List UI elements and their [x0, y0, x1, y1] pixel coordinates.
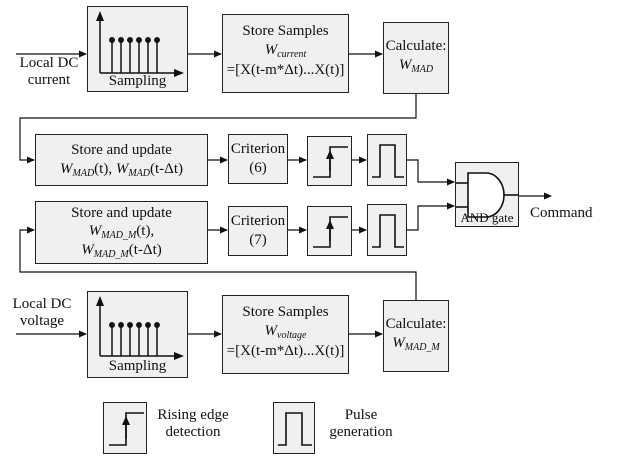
legend-pulse-label: Pulse generation	[319, 407, 403, 441]
calc-mad-variable: WMAD	[384, 57, 448, 78]
t-delta-term: (t-Δt)	[128, 242, 162, 258]
legend-pulse-line2: generation	[329, 424, 393, 440]
pulse-icon	[372, 144, 404, 178]
t-term: (t),	[136, 223, 155, 239]
legend-rising-line2: detection	[165, 424, 221, 440]
w-subscript: MAD_M	[101, 230, 137, 241]
w-symbol: W	[88, 223, 102, 239]
sampling-block-voltage: Sampling	[87, 291, 188, 378]
arrow-pulse2-to-and	[407, 202, 455, 231]
legend-pulse-line1: Pulse	[344, 407, 378, 423]
calc-mad-m-title: Calculate:	[385, 316, 447, 332]
update1-title: Store and update	[71, 142, 172, 158]
store-current-formula: =[X(t-m*Δt)...X(t)]	[226, 62, 345, 78]
w-subscript: MAD	[128, 168, 151, 179]
rising-edge-block-2	[307, 206, 352, 256]
w-subscript: MAD	[411, 64, 434, 75]
criterion-7-label: Criterion	[230, 213, 286, 229]
w-symbol: W	[264, 323, 278, 339]
sampling-icon	[96, 296, 184, 360]
calculate-mad-block: Calculate: WMAD	[383, 22, 449, 94]
legend-pulse-box	[273, 402, 315, 454]
sampling-label: Sampling	[108, 73, 167, 89]
update1-variables: WMAD(t), WMAD(t-Δt)	[36, 161, 207, 182]
command-output-label: Command	[530, 205, 593, 221]
update2-variable-line2: WMAD_M(t-Δt)	[36, 242, 207, 263]
input-current-line2: current	[27, 72, 71, 88]
sampling-block-current: Sampling	[87, 6, 188, 92]
t-delta-term: (t-Δt)	[150, 161, 183, 177]
input-current-label: Local DC current	[10, 55, 88, 89]
and-gate-block: AND gate	[455, 162, 519, 227]
criterion-6-block: Criterion (6)	[228, 134, 288, 184]
w-subscript: MAD	[72, 168, 95, 179]
pulse-generation-block-1	[367, 134, 407, 186]
calculate-mad-m-block: Calculate: WMAD_M	[383, 300, 449, 372]
store-current-variable: Wcurrent	[223, 42, 348, 63]
arrow-calc-mad-to-update	[19, 94, 417, 164]
store-voltage-formula: =[X(t-m*Δt)...X(t)]	[226, 343, 345, 359]
w-symbol: W	[115, 161, 129, 177]
w-subscript: MAD_M	[404, 342, 440, 353]
input-current-line1: Local DC	[19, 55, 79, 71]
sampling-label: Sampling	[108, 358, 167, 374]
rising-edge-icon	[313, 216, 348, 248]
store-samples-voltage-block: Store Samples Wvoltage =[X(t-m*Δt)...X(t…	[222, 295, 349, 374]
rising-edge-icon	[109, 412, 144, 446]
input-voltage-line1: Local DC	[12, 296, 72, 312]
store-current-title: Store Samples	[242, 23, 329, 39]
criterion-7-block: Criterion (7)	[228, 206, 288, 256]
store-voltage-variable: Wvoltage	[223, 323, 348, 344]
store-samples-current-block: Store Samples Wcurrent =[X(t-m*Δt)...X(t…	[222, 14, 349, 93]
and-gate-icon	[456, 172, 518, 218]
pulse-generation-block-2	[367, 204, 407, 256]
criterion-7-number: (7)	[249, 232, 267, 248]
w-symbol: W	[264, 42, 278, 58]
t-term: (t),	[94, 161, 116, 177]
rising-edge-icon	[313, 146, 348, 178]
store-update-mad-block: Store and update WMAD(t), WMAD(t-Δt)	[35, 134, 208, 186]
input-voltage-label: Local DC voltage	[3, 296, 81, 330]
w-symbol: W	[81, 242, 94, 258]
rising-edge-block-1	[307, 136, 352, 186]
w-symbol: W	[60, 161, 73, 177]
w-symbol: W	[398, 57, 412, 73]
and-gate-label: AND gate	[460, 210, 514, 225]
criterion-6-label: Criterion	[230, 141, 286, 157]
legend-rising-line1: Rising edge	[157, 407, 229, 423]
w-symbol: W	[392, 335, 405, 351]
w-subscript: MAD_M	[93, 249, 129, 260]
sampling-icon	[96, 11, 184, 77]
criterion-6-number: (6)	[249, 160, 267, 176]
legend-rising-edge-label: Rising edge detection	[150, 407, 236, 441]
arrow-calc-mad-m-to-update	[19, 226, 417, 300]
w-subscript: current	[277, 49, 307, 60]
pulse-icon	[372, 214, 404, 248]
store-update-mad-m-block: Store and update WMAD_M(t), WMAD_M(t-Δt)	[35, 201, 208, 264]
update2-title: Store and update	[71, 205, 172, 221]
pulse-icon	[278, 412, 312, 446]
calc-mad-m-variable: WMAD_M	[384, 335, 448, 356]
arrow-pulse1-to-and	[407, 159, 455, 186]
update2-variable-line1: WMAD_M(t),	[36, 223, 207, 244]
w-subscript: voltage	[277, 330, 307, 341]
legend-rising-edge-box	[103, 402, 147, 454]
calc-mad-title: Calculate:	[385, 38, 447, 54]
store-voltage-title: Store Samples	[242, 304, 329, 320]
input-voltage-line2: voltage	[19, 313, 65, 329]
